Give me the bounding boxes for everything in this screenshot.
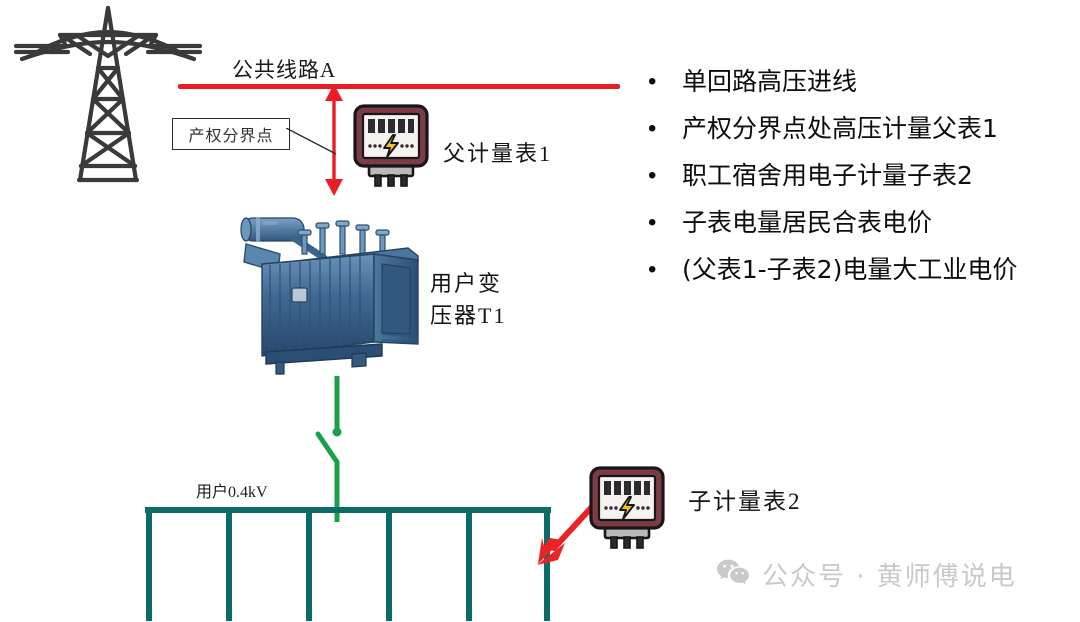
power-transformer-icon: [232, 204, 432, 379]
list-item: • 子表电量居民合表电价: [648, 207, 1068, 241]
public-line-label: 公共线路A: [232, 58, 337, 82]
list-item-label: 产权分界点处高压计量父表1: [682, 114, 998, 143]
transformer-label-line2: 压器T1: [430, 303, 507, 328]
child-meter-icon: [588, 465, 666, 551]
bullet-marker-icon: •: [648, 115, 657, 142]
child-meter-label: 子计量表2: [688, 489, 802, 514]
bullet-list: • 单回路高压进线 • 产权分界点处高压计量父表1 • 职工宿舍用电子计量子表2…: [648, 66, 1068, 301]
demarcation-callout-box: 产权分界点: [172, 118, 290, 150]
public-line-conductor: [178, 84, 620, 89]
transmission-tower-icon: [8, 2, 208, 192]
bullet-marker-icon: •: [648, 68, 657, 95]
lv-busbar: [142, 500, 554, 622]
bullet-marker-icon: •: [648, 209, 657, 236]
demarcation-leader-line: [285, 127, 338, 156]
transformer-label-line1: 用户变: [430, 271, 503, 296]
bullet-marker-icon: •: [648, 162, 657, 189]
list-item: • 产权分界点处高压计量父表1: [648, 113, 1068, 147]
parent-meter-label: 父计量表1: [443, 141, 553, 166]
list-item-label: 单回路高压进线: [682, 67, 858, 96]
list-item-label: 子表电量居民合表电价: [682, 208, 933, 237]
list-item: • 单回路高压进线: [648, 66, 1068, 100]
list-item: • 职工宿舍用电子计量子表2: [648, 160, 1068, 194]
parent-meter-icon: [352, 103, 430, 189]
list-item: • (父表1-子表2)电量大工业电价: [648, 254, 1068, 288]
list-item-label: 职工宿舍用电子计量子表2: [682, 161, 973, 190]
transformer-label: 用户变 压器T1: [430, 268, 506, 332]
demarcation-callout-label: 产权分界点: [188, 128, 274, 145]
list-item-label: (父表1-子表2)电量大工业电价: [682, 255, 1018, 284]
watermark-label: 公众号 · 黄师傅说电: [762, 562, 1017, 592]
demarcation-double-arrow: [318, 82, 350, 198]
wechat-icon: [716, 558, 750, 591]
busbar-label: 用户0.4kV: [196, 484, 268, 501]
watermark: 公众号 · 黄师傅说电: [716, 556, 1017, 593]
bullet-marker-icon: •: [648, 256, 657, 283]
